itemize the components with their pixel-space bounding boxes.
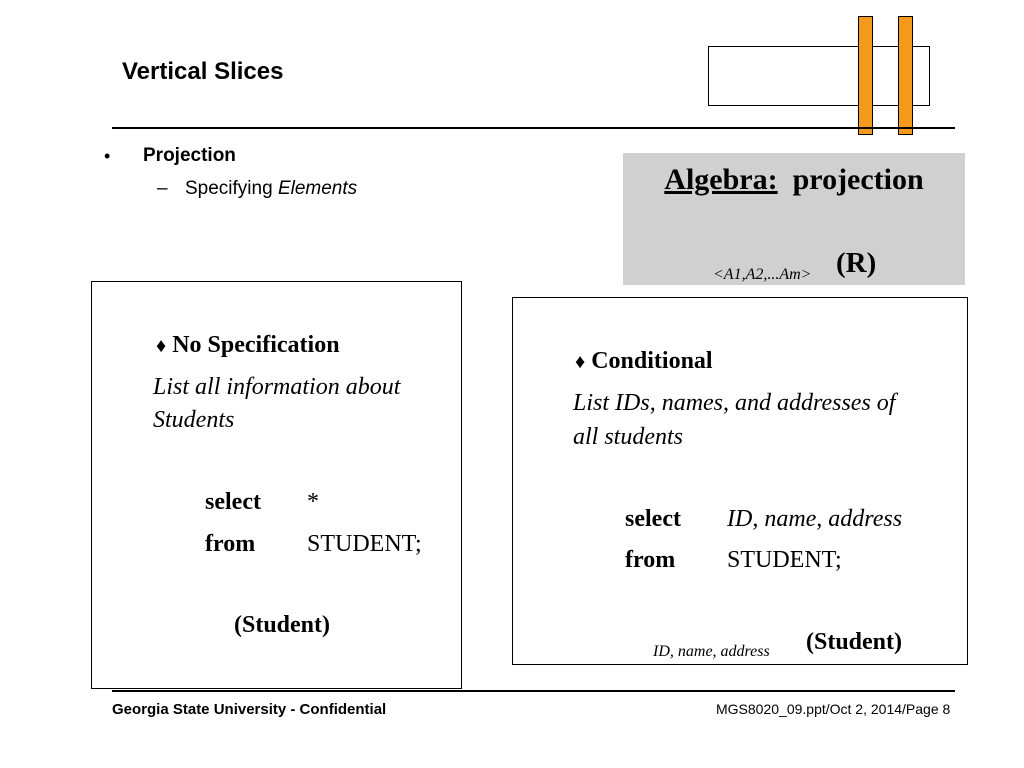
right-heading-text: Conditional xyxy=(591,348,713,374)
left-select-keyword: select xyxy=(205,489,261,515)
sub-bullet-prefix: Specifying xyxy=(185,178,278,199)
left-heading-text: No Specification xyxy=(172,332,340,358)
left-desc-line2: Students xyxy=(153,407,235,433)
bullet-projection: Projection xyxy=(143,145,236,166)
left-from-keyword: from xyxy=(205,531,256,557)
right-select-value: ID, name, address xyxy=(727,506,903,532)
left-from-value: STUDENT; xyxy=(307,531,422,557)
algebra-subscript: <A1,A2,...Am> xyxy=(713,266,812,283)
no-specification-panel xyxy=(91,281,462,689)
vertical-slice-bar xyxy=(898,16,913,135)
footer-right: MGS8020_09.ppt/Oct 2, 2014/Page 8 xyxy=(716,701,951,717)
right-select-keyword: select xyxy=(625,506,681,532)
table-graphic xyxy=(708,46,930,106)
slide-title: Vertical Slices xyxy=(122,58,284,85)
algebra-title: Algebra: projection xyxy=(623,163,965,197)
left-expression: (Student) xyxy=(234,612,331,638)
conditional-panel xyxy=(512,297,968,665)
algebra-box: Algebra: projection xyxy=(623,153,965,285)
right-desc-line1: List IDs, names, and addresses of xyxy=(573,390,896,416)
left-heading: ♦ No Specification xyxy=(156,332,340,359)
right-from-value: STUDENT; xyxy=(727,547,842,573)
algebra-relation: (R) xyxy=(836,247,877,279)
right-from-keyword: from xyxy=(625,547,676,573)
right-heading: ♦ Conditional xyxy=(575,348,713,375)
header-divider xyxy=(112,127,955,129)
algebra-word: projection xyxy=(792,163,924,196)
right-desc-line2: all students xyxy=(573,424,684,450)
algebra-label: Algebra: xyxy=(664,163,778,196)
left-desc-line1: List all information about xyxy=(153,374,401,400)
bullet-icon: • xyxy=(104,146,111,166)
diamond-icon: ♦ xyxy=(156,335,167,357)
dash-icon: – xyxy=(157,178,168,199)
right-expression-subscript: ID, name, address xyxy=(653,643,770,660)
vertical-slice-bar xyxy=(858,16,873,135)
left-select-value: * xyxy=(307,489,319,515)
sub-bullet-italic: Elements xyxy=(277,178,358,199)
footer-divider xyxy=(112,690,955,692)
diamond-icon: ♦ xyxy=(575,351,586,373)
right-expression: (Student) xyxy=(806,629,903,655)
footer-left: Georgia State University - Confidential xyxy=(112,701,387,718)
sub-bullet: Specifying Elements xyxy=(185,178,357,200)
